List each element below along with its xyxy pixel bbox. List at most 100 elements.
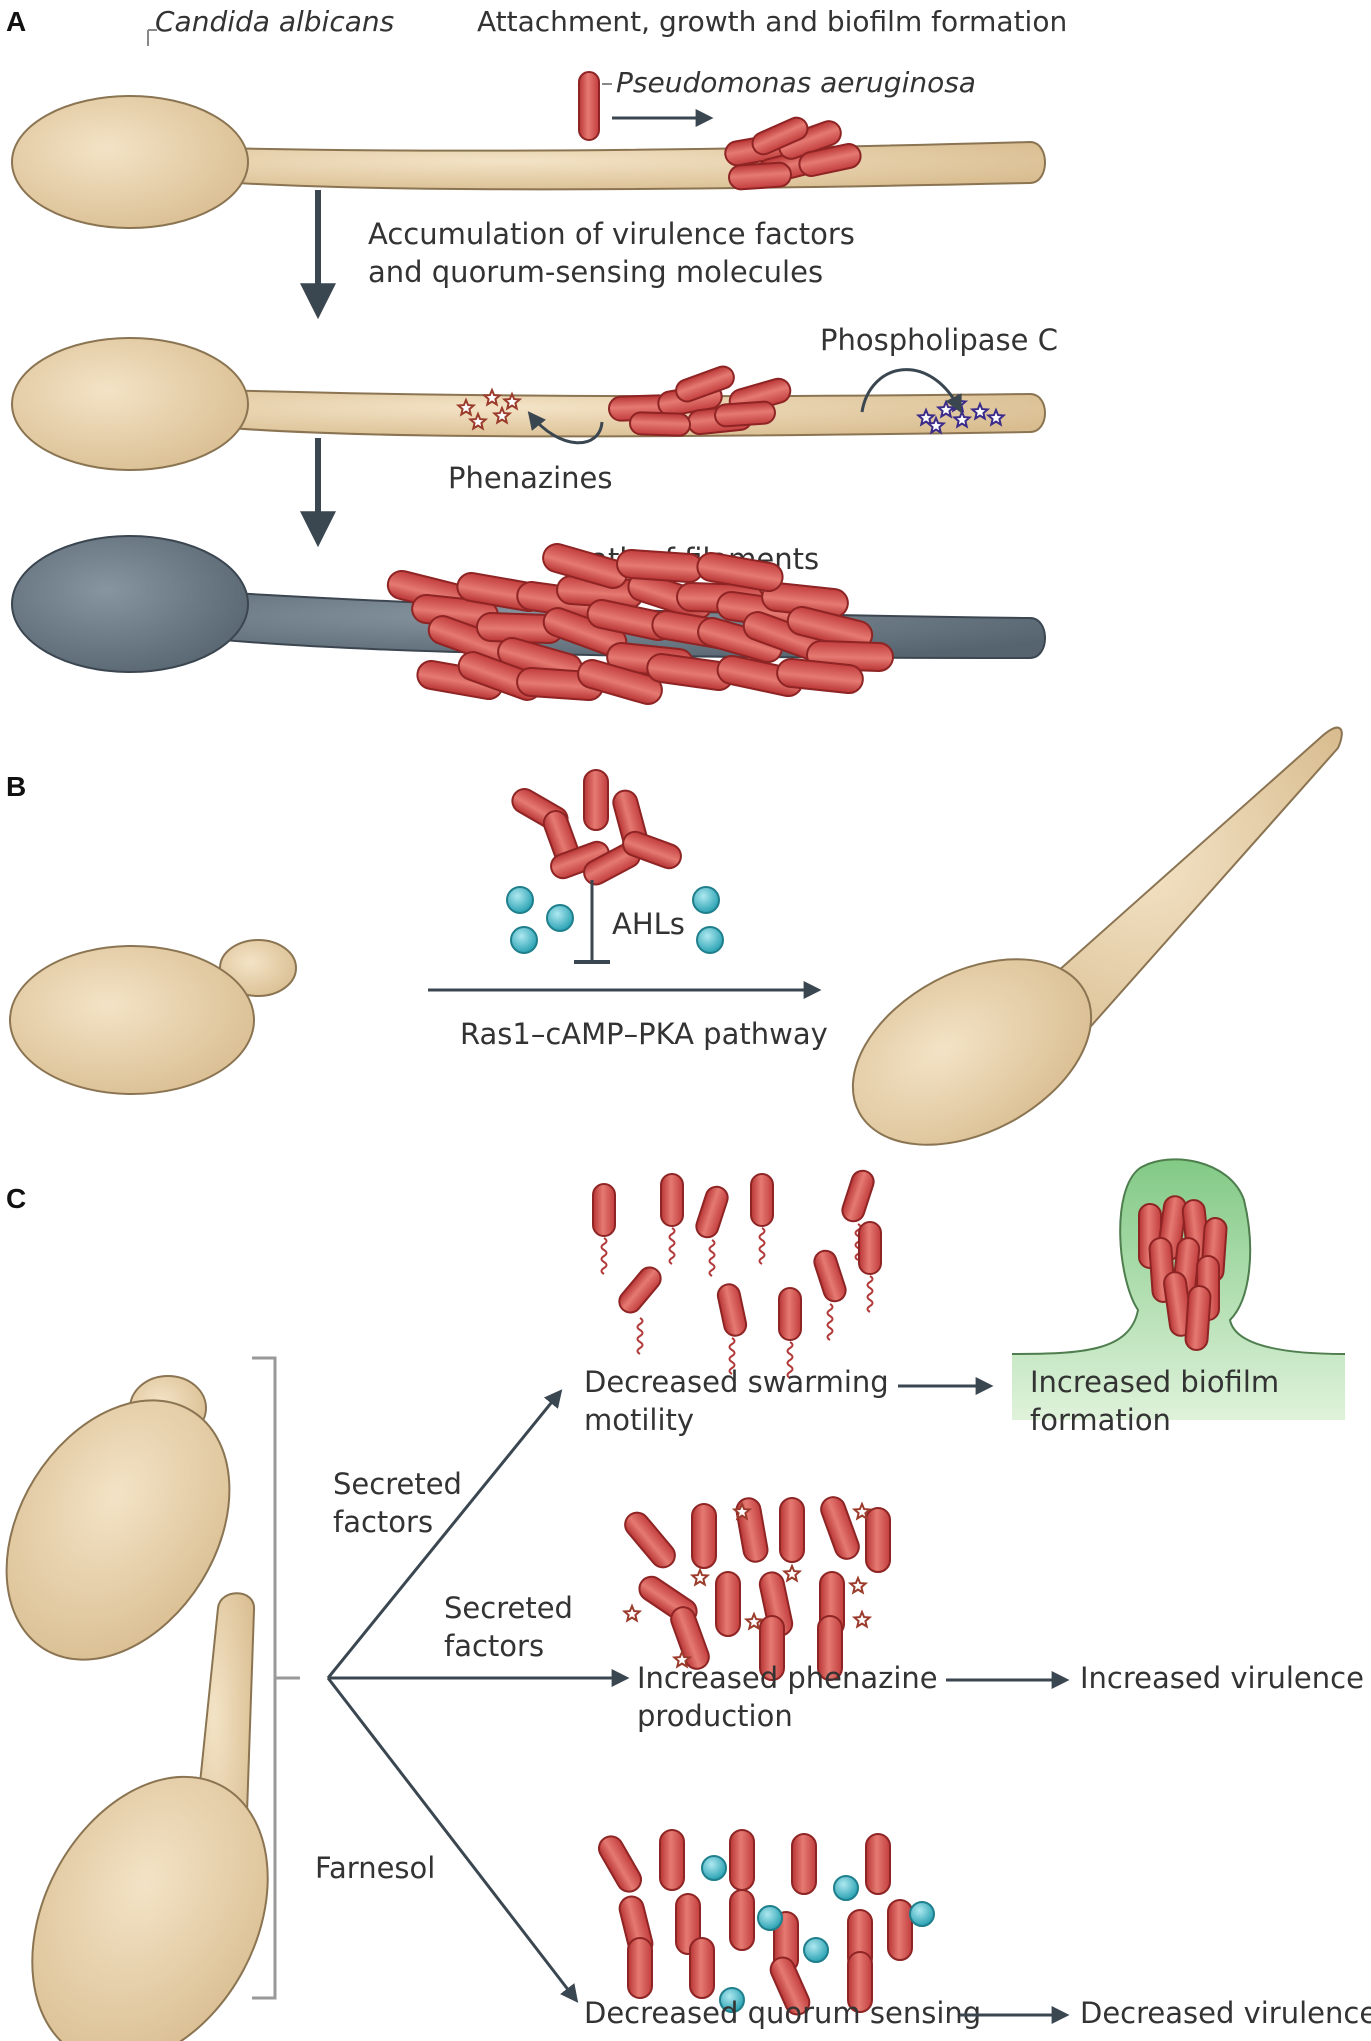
bacterium-rod (592, 1183, 616, 1237)
bacterium-rod (616, 548, 704, 584)
bacterium-rod (675, 365, 735, 403)
hyphal-cell-b (851, 726, 1343, 1146)
flagellum (600, 1237, 608, 1275)
bacterium-rod (865, 1833, 891, 1895)
molecule-star (455, 397, 477, 417)
bacterium-rod (583, 769, 609, 831)
candida-label: Candida albicans (155, 5, 394, 38)
flagellum (708, 1239, 716, 1277)
flagellum (866, 1275, 874, 1313)
molecule-star (481, 387, 503, 407)
bacterium-rod (691, 1503, 717, 1569)
biofilm-label-line2: formation (1030, 1403, 1171, 1437)
swarming-bacteria (592, 1169, 882, 1379)
flagellum (636, 1317, 644, 1355)
bacterium-rod (841, 1169, 875, 1223)
bacterium-rod (660, 1173, 684, 1227)
molecule-star (731, 1501, 753, 1521)
ahl-molecule (506, 886, 534, 914)
decreased-virulence-label: Decreased virulence (1080, 1996, 1371, 2030)
bacterium-rod (779, 1497, 805, 1563)
flagellum (758, 1227, 766, 1265)
bacterium-rod (670, 1606, 710, 1670)
bacterium-approaching (578, 71, 600, 141)
ahl-molecule (757, 1905, 783, 1931)
bacterium-rod (791, 1833, 817, 1895)
pseudomonas-label: Pseudomonas aeruginosa (616, 66, 976, 99)
ahl-molecule (909, 1901, 935, 1927)
flagellum (826, 1303, 834, 1341)
ahls-label: AHLs (612, 907, 685, 941)
bacterium-rod (696, 551, 784, 593)
molecule-star (501, 391, 523, 411)
bacterium-rod (798, 143, 862, 177)
phospholipase-label: Phospholipase C (820, 323, 1058, 357)
ahl-molecule (692, 886, 720, 914)
molecule-star (969, 401, 991, 421)
ahl-molecule (833, 1875, 859, 1901)
bacterium-rod (622, 830, 682, 870)
accumulation-line2: and quorum-sensing molecules (368, 255, 823, 289)
bacterium-rod (675, 1893, 701, 1955)
bacterium-rod (817, 1615, 843, 1681)
bacterium-rod (714, 400, 776, 428)
biofilm-bacteria (1138, 1195, 1228, 1351)
swarming-label-line2: motility (584, 1403, 694, 1437)
secreted-factors-1-line2: factors (333, 1505, 433, 1539)
swarming-label-line1: Decreased swarming (584, 1365, 889, 1399)
bacterium-rod (598, 1835, 642, 1893)
bacteria-cluster-row1 (724, 116, 862, 191)
bacterium-rod (624, 1511, 676, 1569)
bacterium-rod (629, 411, 691, 437)
molecule-star (925, 415, 947, 435)
bacterium-rod (1184, 1285, 1212, 1351)
bacterium-rod (865, 1507, 891, 1573)
molecule-star (467, 411, 489, 431)
bacteria-cluster-row2 (608, 365, 792, 437)
bacterium-rod (847, 1951, 873, 2013)
bacterium-rod (627, 1937, 653, 1999)
bacterium-rod (751, 116, 809, 156)
panel-c-label: C (6, 1183, 26, 1214)
branch-arrow-swarming (326, 1389, 563, 1679)
phenazine-label-line2: production (637, 1699, 793, 1733)
bacterium-rod (858, 1221, 882, 1275)
bacterium-rod (759, 1615, 785, 1681)
bacterium-rod (689, 1937, 715, 1999)
phenazine-label-line1: Increased phenazine (637, 1661, 938, 1695)
secreted-factors-2-line2: factors (444, 1629, 544, 1663)
fungus-row1 (11, 95, 1046, 229)
phenazines-label: Phenazines (448, 461, 612, 495)
ahl-molecule (803, 1937, 829, 1963)
farnesol-label: Farnesol (315, 1851, 435, 1885)
flagellum (786, 1341, 794, 1379)
fungi-bracket (252, 1356, 300, 2000)
ahl-molecule (546, 904, 574, 932)
molecule-star (847, 1575, 869, 1595)
ahl-molecule (701, 1855, 727, 1881)
molecule-star (621, 1603, 643, 1623)
increased-virulence-label: Increased virulence (1080, 1661, 1364, 1695)
branch-arrow-quorum (326, 1677, 579, 2003)
panel-a-label: A (6, 6, 26, 37)
fungus-row2 (11, 337, 1046, 471)
biofilm-label-line1: Increased biofilm (1030, 1365, 1279, 1399)
bacterium-rod (659, 1829, 685, 1891)
bacterium-rod (577, 659, 663, 705)
ahl-molecule (510, 926, 538, 954)
bacterium-rod (887, 1899, 913, 1961)
bacterium-rod (769, 1956, 811, 2016)
bacteria-cluster-b (511, 769, 682, 886)
ahl-molecules-b (506, 886, 724, 954)
molecule-star (851, 1609, 873, 1629)
attachment-heading: Attachment, growth and biofilm formation (477, 5, 1067, 38)
secreted-factors-1-line1: Secreted (333, 1467, 462, 1501)
bacterium-rod (776, 657, 864, 695)
bacterium-rod (716, 1283, 748, 1337)
bacterium-rod (695, 1185, 729, 1239)
panel-b-label: B (6, 771, 26, 802)
quorum-label: Decreased quorum sensing (584, 1996, 981, 2030)
phenazine-arrow (527, 411, 604, 445)
molecule-star (985, 407, 1007, 427)
yeast-budding-b (9, 939, 297, 1095)
